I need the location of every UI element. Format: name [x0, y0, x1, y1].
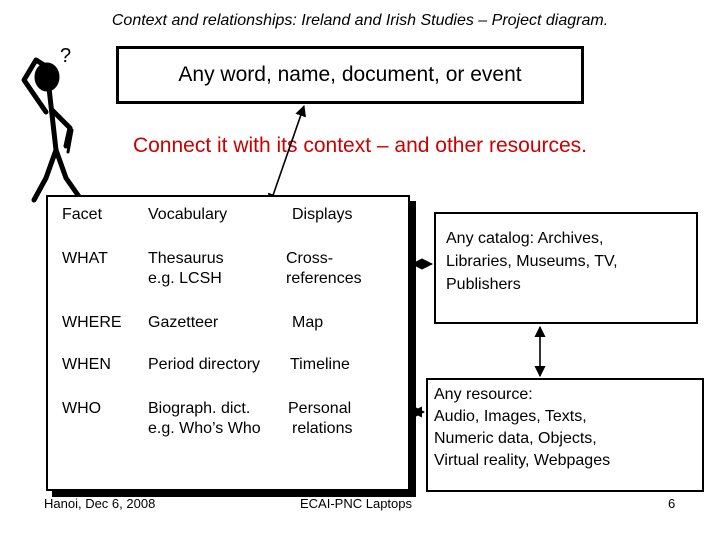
display-where: Map	[292, 314, 324, 331]
facet-vocabulary-display-table: Facet Vocabulary Displays WHAT Thesaurus…	[46, 195, 410, 491]
page-number: 6	[668, 496, 676, 511]
resource-line: Audio, Images, Texts,	[434, 408, 587, 425]
catalog-line: Any catalog: Archives,	[446, 230, 604, 247]
facet-where: WHERE	[62, 314, 122, 331]
header-vocabulary: Vocabulary	[148, 206, 228, 223]
header-facet: Facet	[62, 206, 103, 223]
display-who-line2: relations	[292, 420, 353, 437]
resource-line: Numeric data, Objects,	[434, 430, 597, 447]
word-name-document-event-box: Any word, name, document, or event	[116, 46, 584, 104]
facet-when: WHEN	[62, 356, 111, 373]
vocab-who-line2: e.g. Who’s Who	[148, 420, 261, 437]
resource-line: Any resource:	[434, 386, 533, 403]
footer-location-date: Hanoi, Dec 6, 2008	[44, 496, 156, 511]
vocab-where: Gazetteer	[148, 314, 219, 331]
footer-center-text: ECAI-PNC Laptops	[300, 496, 412, 511]
subtitle: Connect it with its context – and other …	[132, 134, 588, 157]
facet-what: WHAT	[62, 250, 108, 267]
catalog-line: Publishers	[446, 276, 521, 293]
resource-box: Any resource: Audio, Images, Texts, Nume…	[426, 378, 704, 492]
top-box-label: Any word, name, document, or event	[178, 63, 522, 86]
vocab-when: Period directory	[148, 356, 261, 373]
catalog-line: Libraries, Museums, TV,	[446, 253, 618, 270]
display-when: Timeline	[290, 356, 350, 373]
facet-who: WHO	[62, 400, 102, 417]
display-what-line1: Cross-	[286, 250, 334, 267]
vocab-who-line1: Biograph. dict.	[148, 400, 251, 417]
header-displays: Displays	[292, 206, 353, 223]
display-who-line1: Personal	[288, 400, 352, 417]
question-mark: ?	[60, 45, 71, 67]
vocab-what-line1: Thesaurus	[148, 250, 224, 267]
vocab-what-line2: e.g. LCSH	[148, 270, 222, 287]
arrow-top-to-table	[268, 104, 306, 206]
catalog-box: Any catalog: Archives, Libraries, Museum…	[434, 212, 698, 324]
display-what-line2: references	[286, 270, 362, 287]
resource-line: Virtual reality, Webpages	[434, 452, 611, 469]
slide-title: Context and relationships: Ireland and I…	[111, 12, 609, 29]
